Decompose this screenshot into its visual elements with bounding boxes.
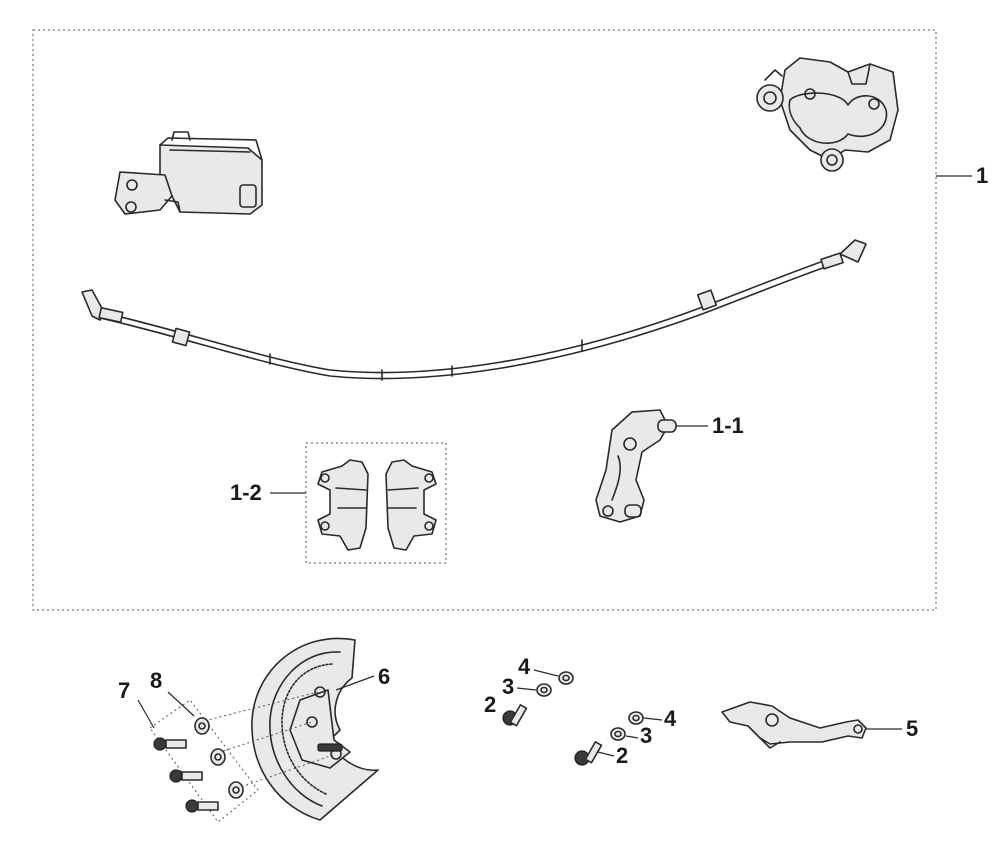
callout-pads: 1-2 bbox=[230, 480, 262, 505]
guard-hardware-outline bbox=[149, 699, 259, 823]
callout-leader-washer-small-a bbox=[516, 687, 537, 691]
disc-guard bbox=[251, 637, 379, 821]
callout-leader-guard-bolts bbox=[137, 699, 155, 729]
callout-leader-guard-washers bbox=[167, 691, 195, 717]
callout-bolt-a: 2 bbox=[484, 692, 496, 717]
callout-disc-guard: 6 bbox=[378, 664, 390, 689]
brake-caliper bbox=[756, 57, 899, 172]
brake-hose bbox=[81, 239, 867, 381]
callout-kit: 1 bbox=[976, 163, 988, 188]
callout-leader-bolt-b bbox=[597, 751, 615, 757]
master-cylinder bbox=[114, 131, 263, 215]
callout-washer-small-a: 3 bbox=[502, 674, 514, 699]
callout-washer-small-b: 3 bbox=[640, 723, 652, 748]
callout-bracket: 1-1 bbox=[712, 413, 744, 438]
callout-bolt-b: 2 bbox=[616, 743, 628, 768]
bolt-set-upper bbox=[502, 671, 574, 727]
callout-leader-washer-small-b bbox=[625, 735, 639, 739]
pads-group-outline bbox=[305, 442, 447, 564]
guard-washers bbox=[194, 717, 244, 799]
callout-washer-b: 4 bbox=[664, 706, 677, 731]
callout-leader-disc-guard bbox=[335, 675, 375, 691]
callout-washer-a: 4 bbox=[518, 654, 531, 679]
callout-guard-bolts: 7 bbox=[118, 678, 130, 703]
guard-bolts bbox=[153, 737, 219, 813]
caliper-bracket bbox=[595, 409, 677, 523]
callout-guard-washers: 8 bbox=[150, 668, 162, 693]
kit-group-outline bbox=[32, 29, 937, 611]
callout-leader-washer-b bbox=[643, 717, 663, 721]
brake-pads bbox=[317, 459, 437, 551]
callout-lever: 5 bbox=[906, 716, 918, 741]
brake-lever bbox=[721, 701, 867, 749]
bolt-set-lower bbox=[574, 711, 644, 766]
callout-leader-washer-a bbox=[533, 669, 559, 677]
guard-alignment-lines bbox=[199, 691, 337, 791]
